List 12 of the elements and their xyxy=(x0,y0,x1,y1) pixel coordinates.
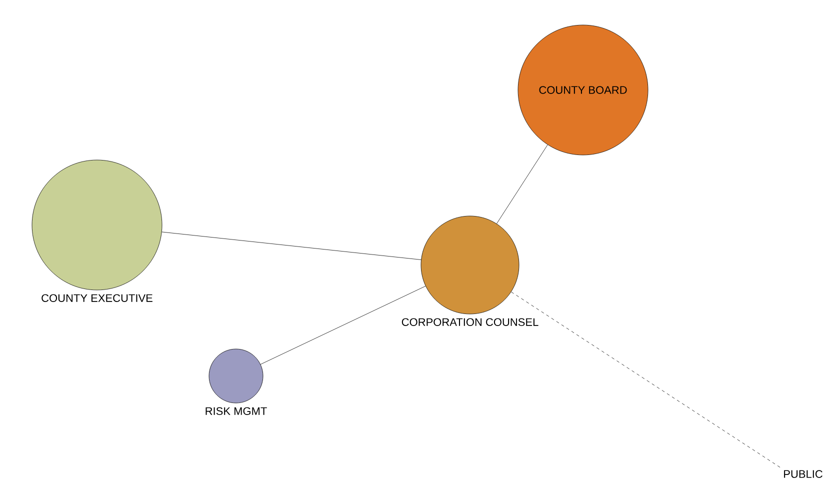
circle-node: CORPORATION COUNSEL xyxy=(402,216,538,326)
connector-line xyxy=(162,232,422,260)
circle-node: COUNTY BOARD xyxy=(518,24,648,156)
connector-line xyxy=(260,286,426,365)
connector-line xyxy=(511,292,782,468)
node-label: RISK MGMT xyxy=(206,407,267,415)
connector-line xyxy=(496,144,548,224)
node-label: COUNTY EXECUTIVE xyxy=(42,294,152,302)
node-label: CORPORATION COUNSEL xyxy=(402,318,538,326)
circle-node: COUNTY EXECUTIVE xyxy=(32,160,162,302)
node-label: PUBLIC xyxy=(784,470,822,478)
circle-node: RISK MGMT xyxy=(206,348,267,415)
